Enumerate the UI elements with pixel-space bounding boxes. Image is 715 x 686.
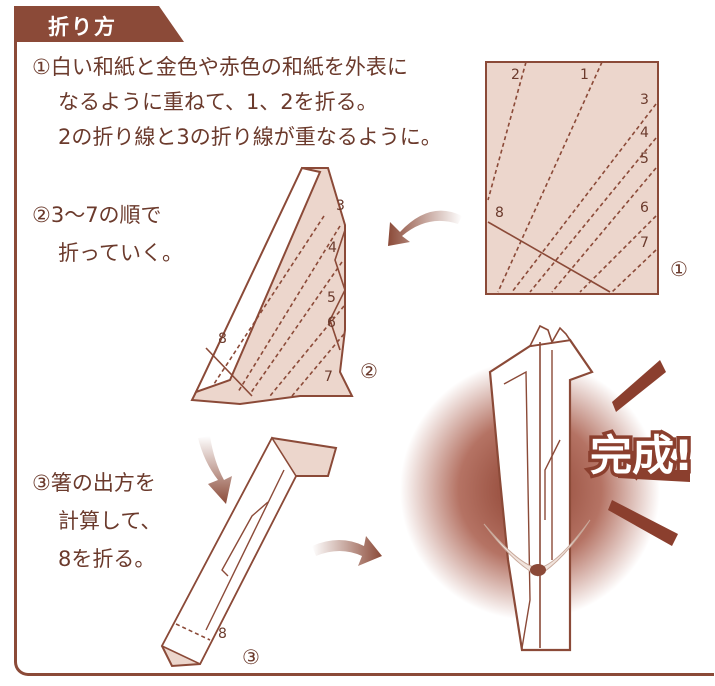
figure-1: 2 1 3 4 5 6 7 8 ①	[485, 61, 688, 295]
fig1-label-4: 4	[640, 125, 649, 141]
burst-ray-1	[612, 360, 666, 412]
fig2-label-6: 6	[327, 315, 336, 331]
figure-3: 8 ③	[160, 436, 338, 669]
step-1-line-1: 白い和紙と金色や赤色の和紙を外表に	[50, 55, 408, 79]
step-2-line-2: 折っていく。	[58, 241, 183, 265]
fig1-label-1: 1	[580, 67, 589, 83]
figure-2-white-flap	[194, 166, 322, 394]
step-3-line-1: 箸の出方を	[50, 471, 156, 495]
step-3-line-2: 計算して、	[58, 509, 162, 533]
envelope-fold-4	[544, 439, 561, 520]
fold-line-4	[529, 137, 657, 293]
mizuhiki-ribbon	[483, 519, 591, 577]
figure-1-number: ①	[670, 257, 688, 281]
mizuhiki-knot	[530, 564, 546, 576]
fig2-label-8: 8	[218, 331, 227, 347]
fig1-label-5: 5	[640, 151, 649, 167]
step-1-line-2: なるように重ねて、1、2を折る。	[58, 90, 378, 114]
fold-line-1	[497, 61, 603, 293]
step-2-text: ②3〜7の順で 折っていく。	[32, 196, 183, 272]
figure-3-inner-line	[205, 469, 285, 631]
fig1-label-3: 3	[640, 92, 649, 108]
fold-line-7	[611, 249, 657, 293]
fig2-label-5: 5	[327, 290, 336, 306]
fig1-label-7: 7	[640, 235, 649, 251]
figure-1-paper	[485, 61, 659, 295]
fig2-edge-zigzag	[329, 229, 346, 351]
fig2-label-3: 3	[336, 198, 345, 214]
content-frame	[14, 10, 714, 676]
fold-line-8	[487, 221, 611, 293]
step-2-line-1: 3〜7の順で	[50, 203, 162, 227]
fig1-label-6: 6	[640, 200, 649, 216]
burst-ray-3	[608, 500, 678, 546]
fig3-label-8: 8	[218, 626, 227, 642]
fold-line-3	[511, 103, 657, 293]
fig2-fold-5	[269, 305, 345, 397]
chopstick-tips	[528, 324, 572, 348]
fig2-label-7: 7	[324, 369, 333, 385]
step-1-number: ①	[32, 55, 51, 79]
figure-2: 3 4 5 6 7 8 ②	[190, 166, 378, 406]
completion-label: 完成!	[590, 431, 693, 480]
figure-3-inner-fold	[221, 501, 269, 577]
section-title-tab: 折り方	[14, 6, 184, 42]
fold-line-6	[579, 215, 657, 293]
fig3-fold-8	[175, 623, 211, 641]
figure-3-front-face	[160, 436, 297, 666]
fig2-fold-4	[249, 261, 343, 395]
fig2-fold-3	[237, 225, 341, 393]
burst-ray-2	[618, 470, 690, 482]
step-3-text: ③箸の出方を 計算して、 8を折る。	[32, 464, 161, 578]
figure-2-number: ②	[360, 359, 378, 383]
fig1-label-2: 2	[511, 67, 520, 83]
figure-3-number: ③	[242, 645, 260, 669]
envelope-fold-3	[503, 370, 531, 649]
arrow-step-3-to-complete	[312, 536, 382, 566]
step-1-line-3: 2の折り線と3の折り線が重なるように。	[58, 125, 442, 149]
step-1-text: ①白い和紙と金色や赤色の和紙を外表に なるように重ねて、1、2を折る。 2の折り…	[32, 50, 442, 155]
arrow-step-1-to-2	[388, 210, 462, 246]
fold-line-2	[487, 61, 527, 201]
fig2-label-4: 4	[328, 240, 337, 256]
fold-line-5	[551, 167, 657, 293]
fig1-label-8: 8	[495, 205, 504, 221]
fig2-fold-8	[205, 347, 253, 397]
fig2-fold-a	[213, 215, 325, 385]
step-2-number: ②	[32, 203, 51, 227]
completed-figure	[400, 324, 690, 652]
step-3-number: ③	[32, 471, 51, 495]
step-3-line-3: 8を折る。	[58, 547, 156, 571]
section-title: 折り方	[48, 15, 117, 39]
arrow-step-2-to-3	[198, 436, 232, 504]
